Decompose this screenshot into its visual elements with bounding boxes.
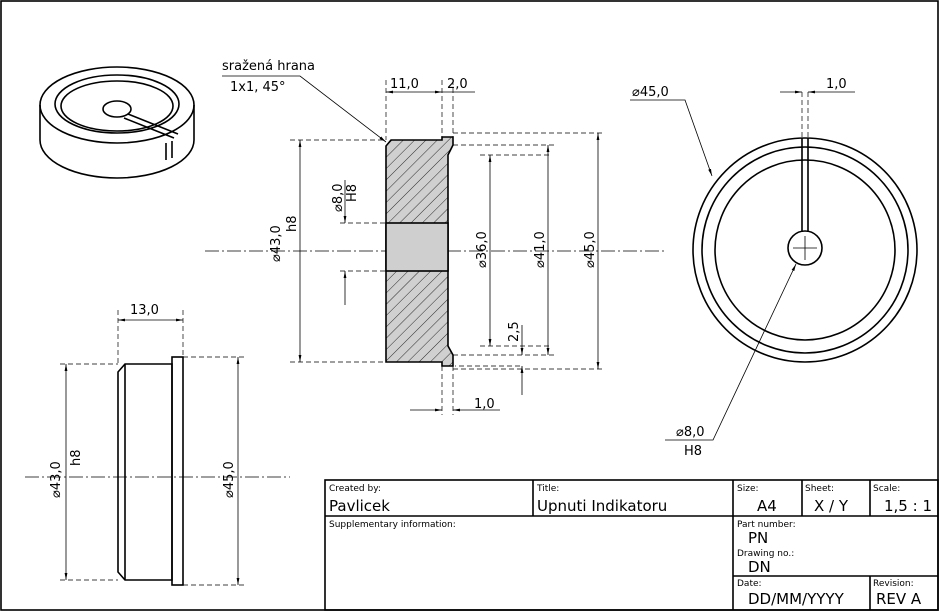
dim-bore-tol: H8 — [345, 184, 360, 202]
front-dim-outer: ⌀45,0 — [632, 85, 669, 100]
title-block: Created by: Pavlicek Title: Upnuti Indik… — [324, 479, 939, 611]
revision: REV A — [876, 590, 922, 608]
side-dim-width: 13,0 — [130, 303, 159, 318]
front-dim-hole: ⌀8,0 — [676, 425, 705, 440]
date: DD/MM/YYYY — [748, 590, 845, 608]
size-label: Size: — [737, 484, 759, 494]
isometric-view — [39, 66, 195, 179]
front-view: 1,0 ⌀45,0 ⌀8,0 H8 — [630, 77, 918, 459]
dim-shaft-tol: h8 — [285, 215, 300, 232]
dim-bottom: 1,0 — [474, 397, 495, 412]
revision-label: Revision: — [873, 579, 914, 589]
supplementary-label: Supplementary information: — [329, 520, 456, 530]
part-number: PN — [748, 529, 768, 547]
sheet: X / Y — [814, 497, 849, 515]
side-view: 13,0 ⌀43,0 h8 ⌀45,0 — [25, 303, 290, 586]
created-by: Pavlicek — [329, 497, 390, 515]
dim-groove: 2,5 — [507, 321, 522, 342]
chamfer-spec: 1x1, 45° — [230, 80, 286, 95]
part-number-label: Part number: — [737, 520, 796, 530]
sheet-label: Sheet: — [805, 484, 834, 494]
front-dim-hole-tol: H8 — [684, 444, 702, 459]
bore-section — [385, 222, 449, 272]
dim-width: 11,0 — [390, 77, 419, 92]
dim-bore: ⌀8,0 — [331, 183, 346, 212]
section-view: sražená hrana 1x1, 45° 11,0 2,0 ⌀43,0 h8… — [205, 59, 665, 415]
title-label: Title: — [536, 484, 559, 494]
dim-outer: ⌀45,0 — [583, 231, 598, 268]
chamfer-note: sražená hrana — [222, 59, 315, 74]
dim-step: 2,0 — [447, 77, 468, 92]
front-dim-slot: 1,0 — [826, 77, 847, 92]
title: Upnuti Indikatoru — [537, 497, 667, 515]
drawing-no: DN — [748, 558, 771, 576]
side-dim-shaft-tol: h8 — [69, 449, 84, 466]
scale: 1,5 : 1 — [884, 497, 932, 515]
created-by-label: Created by: — [329, 484, 381, 494]
size: A4 — [757, 497, 777, 515]
scale-label: Scale: — [873, 484, 900, 494]
dim-mid: ⌀41,0 — [533, 231, 548, 268]
dim-shaft: ⌀43,0 — [269, 225, 284, 262]
date-label: Date: — [737, 579, 762, 589]
dim-inner: ⌀36,0 — [475, 231, 490, 268]
side-dim-shaft: ⌀43,0 — [49, 461, 64, 498]
drawing-no-label: Drawing no.: — [737, 549, 794, 559]
side-dim-outer: ⌀45,0 — [222, 461, 237, 498]
